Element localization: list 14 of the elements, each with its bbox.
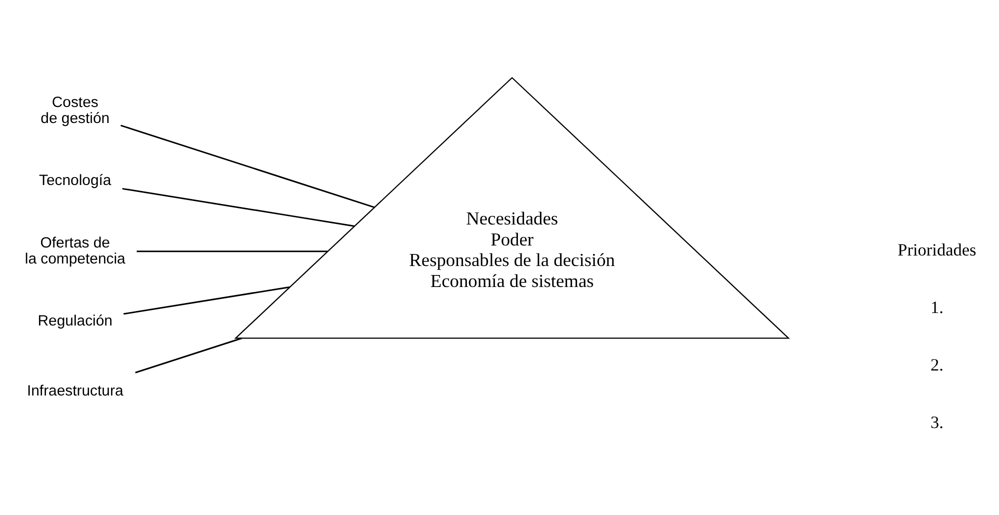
label: 1. [930, 297, 943, 316]
connector [134, 337, 242, 373]
label: Prioridades [897, 240, 976, 259]
label: 3. [930, 412, 943, 432]
node-text: Costes de gestión [40, 93, 110, 127]
connector [120, 124, 374, 208]
connector [136, 250, 327, 252]
connector [123, 286, 290, 314]
node-text: Infraestructura [26, 382, 123, 400]
node-text: Regulación [37, 312, 112, 329]
node-text: Ofertas de la competencia [24, 234, 125, 267]
label: 2. [930, 354, 943, 374]
connector [122, 187, 354, 226]
node-text: Tecnología [38, 172, 111, 189]
